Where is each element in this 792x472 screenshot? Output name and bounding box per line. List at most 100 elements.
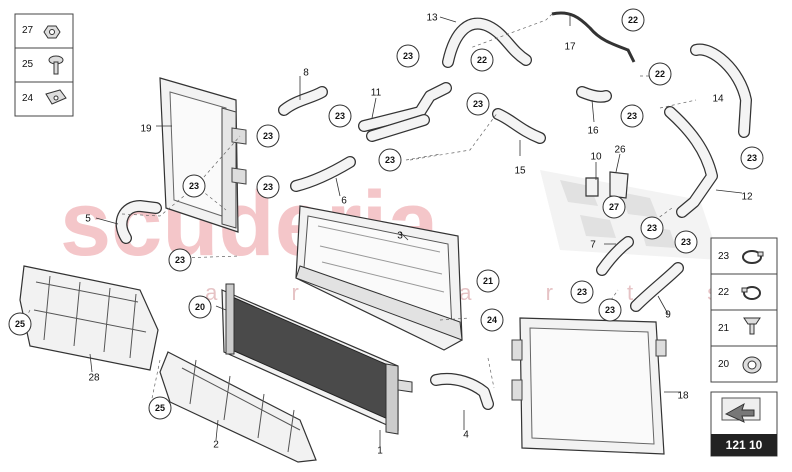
part-label-16: 16 — [587, 126, 599, 137]
part-label-2: 2 — [213, 440, 219, 451]
part-label-7: 7 — [590, 240, 596, 251]
callout-label-22: 22 — [477, 55, 487, 65]
callout-label-23: 23 — [175, 255, 185, 265]
hose-6 — [290, 156, 356, 192]
hose-17 — [551, 11, 636, 63]
part-label-1: 1 — [377, 446, 383, 457]
callout-label-23: 23 — [605, 305, 615, 315]
callout-circle-23 — [378, 148, 402, 172]
callout-circle-23 — [740, 146, 764, 170]
reference-box: 121 10 — [710, 391, 778, 457]
callout-circle-23 — [182, 174, 206, 198]
part-label-10: 10 — [590, 152, 602, 163]
part-label-11: 11 — [371, 88, 382, 99]
part-label-14: 14 — [712, 94, 724, 105]
callout-circle-23 — [168, 248, 192, 272]
callout-circle-23 — [256, 124, 280, 148]
callout-label-24: 24 — [487, 315, 497, 325]
hose-9 — [630, 262, 684, 312]
callout-circle-23 — [570, 280, 594, 304]
hose-12 — [664, 106, 718, 218]
callout-label-20: 20 — [195, 302, 205, 312]
callout-label-23: 23 — [335, 111, 345, 121]
callout-circle-23 — [466, 92, 490, 116]
condenser-1 — [221, 283, 413, 435]
part-label-8: 8 — [303, 68, 309, 79]
callout-circle-23 — [620, 104, 644, 128]
hose-11 — [358, 82, 452, 142]
screw-icon — [743, 317, 761, 335]
hose-15 — [492, 108, 546, 144]
bolt-icon — [48, 55, 64, 75]
legend-num-20: 20 — [718, 359, 730, 370]
callout-circle-25 — [148, 396, 172, 420]
hose-13 — [442, 17, 532, 68]
lower-deflector-2 — [159, 351, 317, 463]
clip-nut-icon — [45, 89, 67, 105]
part-label-26: 26 — [614, 145, 626, 156]
callout-layer: 22 23 22 22 23 23 23 23 23 23 23 27 23 23 21 23 23 20 24 25… — [8, 8, 764, 420]
callout-circle-22 — [648, 62, 672, 86]
callout-circle-21 — [476, 269, 500, 293]
callout-label-21: 21 — [483, 276, 493, 286]
bracket-26 — [609, 171, 629, 199]
callout-circle-23 — [640, 216, 664, 240]
callout-label-23: 23 — [189, 181, 199, 191]
callout-circle-24 — [480, 308, 504, 332]
legend-num-25: 25 — [22, 59, 34, 70]
callout-label-27: 27 — [609, 202, 619, 212]
part-label-4: 4 — [463, 430, 469, 441]
callout-label-23: 23 — [647, 223, 657, 233]
callout-label-22: 22 — [655, 69, 665, 79]
part-label-13: 13 — [426, 13, 438, 24]
part-label-9: 9 — [665, 310, 671, 321]
callout-circle-27 — [602, 195, 626, 219]
callout-label-25: 25 — [155, 403, 165, 413]
hose-8 — [278, 86, 328, 116]
legend-num-23: 23 — [718, 251, 730, 262]
hose-clamp-small-icon — [741, 286, 761, 300]
legend-num-27: 27 — [22, 25, 34, 36]
callout-label-23: 23 — [577, 287, 587, 297]
part-label-3: 3 — [397, 231, 403, 242]
radiator-left-19 — [159, 77, 247, 233]
callout-circle-22 — [470, 48, 494, 72]
part-label-5: 5 — [85, 214, 91, 225]
radiator-right-18 — [511, 317, 667, 455]
part-label-15: 15 — [514, 166, 526, 177]
callout-circle-22 — [621, 8, 645, 32]
callout-label-23: 23 — [473, 99, 483, 109]
callout-circle-20 — [188, 295, 212, 319]
callout-label-23: 23 — [681, 237, 691, 247]
callout-label-23: 23 — [627, 111, 637, 121]
legend-num-24: 24 — [22, 93, 34, 104]
reference-code: 121 10 — [726, 438, 763, 452]
callout-circle-25 — [8, 312, 32, 336]
part-label-28: 28 — [88, 373, 100, 384]
callout-circle-23 — [328, 104, 352, 128]
nut-icon — [43, 25, 61, 39]
callout-label-23: 23 — [263, 131, 273, 141]
callout-circle-23 — [256, 175, 280, 199]
callout-label-23: 23 — [385, 155, 395, 165]
hose-clamp-icon — [742, 250, 764, 264]
grommet-icon — [742, 356, 762, 374]
fan-shroud-3 — [295, 205, 463, 351]
hose-16 — [576, 86, 612, 103]
callout-label-23: 23 — [263, 182, 273, 192]
callout-label-23: 23 — [403, 51, 413, 61]
hose-14 — [690, 43, 752, 138]
part-label-12: 12 — [741, 192, 753, 203]
air-duct-28 — [19, 265, 159, 371]
callout-label-25: 25 — [15, 319, 25, 329]
callout-label-22: 22 — [628, 15, 638, 25]
solid-leaders — [89, 14, 743, 447]
part-label-17: 17 — [564, 42, 576, 53]
legend-num-21: 21 — [718, 323, 730, 334]
part-label-19: 19 — [140, 124, 152, 135]
callout-circle-23 — [598, 298, 622, 322]
part-label-18: 18 — [677, 391, 689, 402]
left-legend: 27 25 24 — [14, 13, 74, 117]
part-label-6: 6 — [341, 196, 347, 207]
